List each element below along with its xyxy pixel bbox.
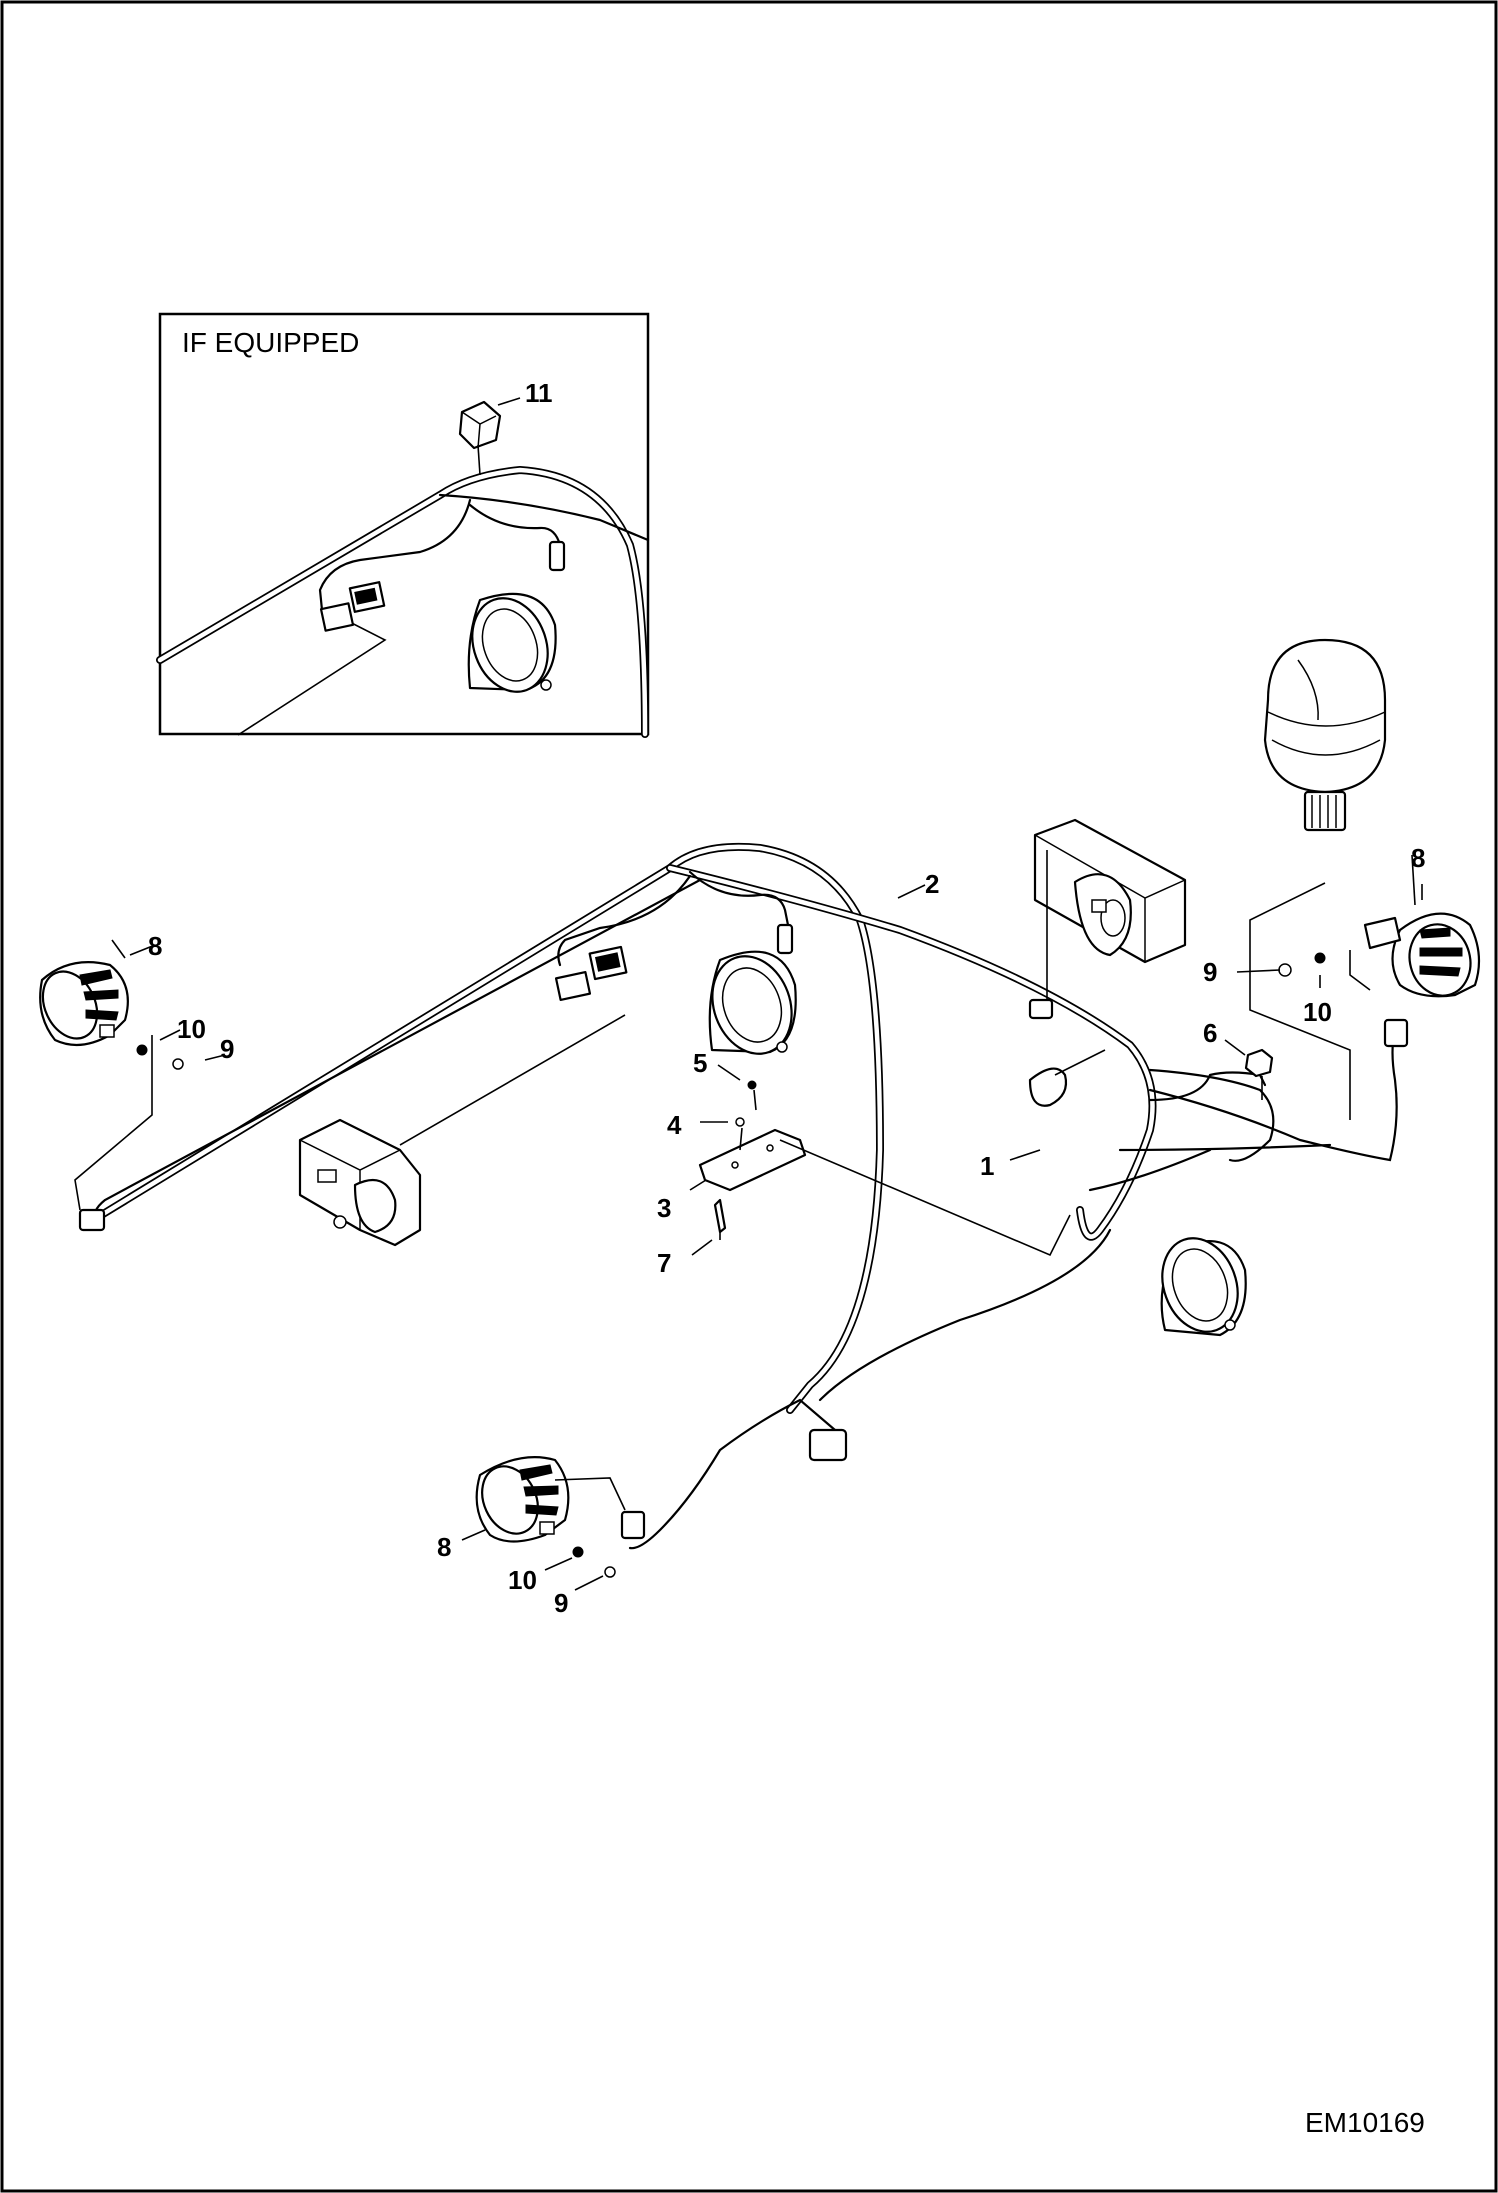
work-lamp-left-icon [39,961,129,1047]
mounting-plate-icon [698,1128,807,1192]
drawing-number: EM10169 [1305,2107,1425,2138]
work-lamp-right-icon [1363,912,1481,998]
large-nut-icon [1244,1048,1274,1078]
callout-11: 11 [525,378,553,408]
connector-bottom-icon [620,1510,646,1540]
callout-8-left: 8 [148,931,162,961]
callout-10-right: 10 [1303,997,1332,1027]
callout-6: 6 [1203,1018,1217,1048]
callout-9-right: 9 [1203,957,1217,987]
callout-8-bottom: 8 [437,1532,451,1562]
bolt-icon [713,1198,727,1234]
nut-left-icon [172,1058,184,1070]
callout-1: 1 [980,1151,994,1181]
callout-9-bottom: 9 [554,1588,568,1618]
nut-bottom-icon [604,1566,616,1578]
inset-if-equipped: IF EQUIPPED 11 [156,312,650,738]
callout-9-left: 9 [220,1034,234,1064]
work-lamp-bottom-icon [475,1456,570,1543]
callout-5: 5 [693,1048,707,1078]
callout-8-right: 8 [1411,843,1425,873]
washer-bottom-icon [572,1546,584,1558]
connector-pair-icon [554,945,628,1001]
harness-clip-icon [1028,998,1054,1020]
inset-border [158,312,650,736]
speaker-right-icon [1160,1237,1247,1337]
wiper-motor-left-icon [298,1118,422,1247]
callout-7: 7 [657,1248,671,1278]
connector-right-icon [1383,1018,1409,1048]
inset-title: IF EQUIPPED [182,327,359,358]
callout-2: 2 [925,869,939,899]
washer-icon [735,1117,745,1127]
washer-left-icon [136,1044,148,1056]
callout-3: 3 [657,1193,671,1223]
inset-connector-icon [319,581,386,632]
beacon-light-icon [1263,638,1387,832]
callout-10-bottom: 10 [508,1565,537,1595]
inset-harness [156,466,649,738]
small-nut-icon [747,1080,757,1090]
inset-speaker-icon [467,592,557,693]
inline-connector-icon [808,1428,848,1462]
washer-right-icon [1314,952,1326,964]
wiring-harness [81,842,1398,1550]
nut-right-icon [1278,963,1292,977]
inset-switch-icon [458,400,502,450]
clamp-icon [1028,1067,1068,1107]
wiper-motor-icon [1033,818,1187,964]
connector-left-icon [78,1208,106,1232]
callout-4: 4 [667,1110,682,1140]
speaker-top-icon [708,950,797,1055]
callout-10-left: 10 [177,1014,206,1044]
